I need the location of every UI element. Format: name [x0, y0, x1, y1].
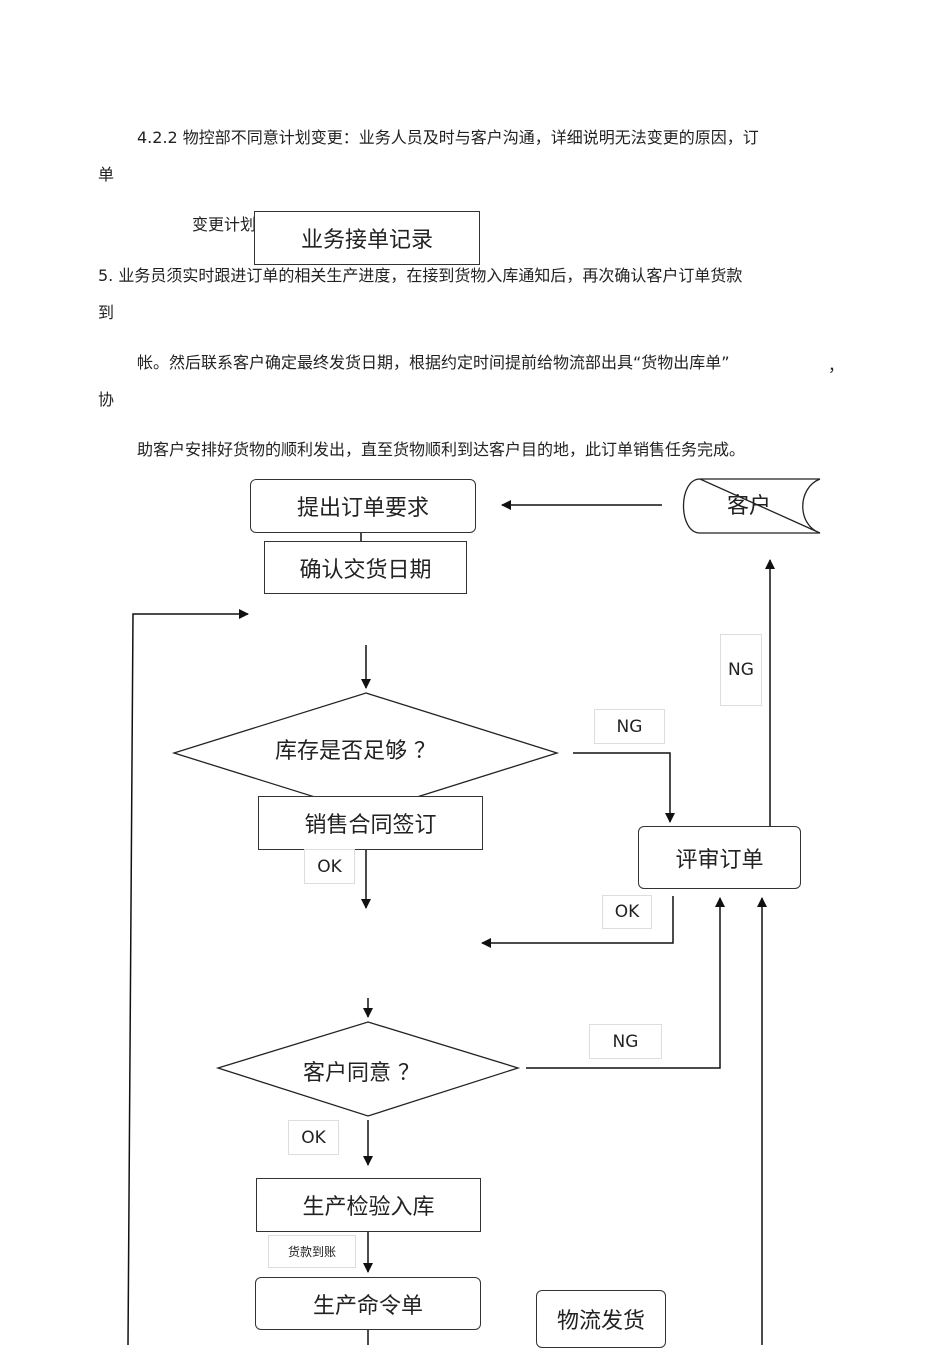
production-inspection-label: 生产检验入库: [302, 1195, 435, 1220]
sales-contract-label: 销售合同签订: [304, 813, 437, 838]
confirm-date-label: 确认交货日期: [299, 557, 432, 583]
para-5-line: 5. 业务员须实时跟进订单的相关生产进度，在接到货物入库通知后，再次确认客户订单…: [98, 266, 743, 285]
para-5-wrap: 到: [98, 303, 115, 322]
para-5-line2: 帐。然后联系客户确定最终发货日期，根据约定时间提前给物流部出具“货物出库单”: [137, 353, 730, 372]
para-4-2-2-line: 4.2.2 物控部不同意计划变更：业务人员及时与客户沟通，详细说明无法变更的原因…: [137, 128, 759, 147]
submit-order-label: 提出订单要求: [296, 496, 429, 521]
production-inspection-box: 生产检验入库: [256, 1178, 481, 1232]
customer-terminator-shape: [682, 478, 821, 534]
review-order-label: 评审订单: [675, 847, 764, 873]
para-5-comma: ，: [828, 356, 845, 375]
ng-label-agree: NG: [589, 1024, 662, 1059]
order-record-box: 业务接单记录: [254, 211, 480, 265]
production-order-label: 生产命令单: [312, 1293, 423, 1319]
stock-question-label: 库存是否足够 ？: [275, 739, 436, 764]
customer-label: 客户: [727, 494, 772, 519]
confirm-date-box: 确认交货日期: [264, 541, 467, 594]
production-order-box: 生产命令单: [255, 1277, 481, 1330]
review-order-box: 评审订单: [638, 826, 801, 889]
para-5-line3: 助客户安排好货物的顺利发出，直至货物顺利到达客户目的地，此订单销售任务完成。: [137, 440, 746, 459]
ok-label-review: OK: [602, 895, 652, 929]
para-4-2-2-wrap: 单: [98, 165, 115, 184]
submit-order-box: 提出订单要求: [250, 479, 476, 533]
logistics-box: 物流发货: [536, 1290, 666, 1348]
agree-question-label: 客户同意 ？: [303, 1061, 420, 1086]
ng-label-customer: NG: [720, 634, 762, 706]
order-record-label: 业务接单记录: [300, 228, 433, 253]
agree-decision-diamond: [215, 1021, 521, 1117]
ng-label-stock: NG: [594, 709, 665, 744]
ok-label-stock: OK: [304, 849, 355, 884]
logistics-label: 物流发货: [556, 1309, 645, 1334]
payment-received-label: 货款到账: [268, 1235, 356, 1268]
sales-contract-box: 销售合同签订: [258, 796, 483, 850]
para-5-wrap2: 协: [98, 390, 115, 409]
ok-label-agree: OK: [288, 1120, 339, 1155]
